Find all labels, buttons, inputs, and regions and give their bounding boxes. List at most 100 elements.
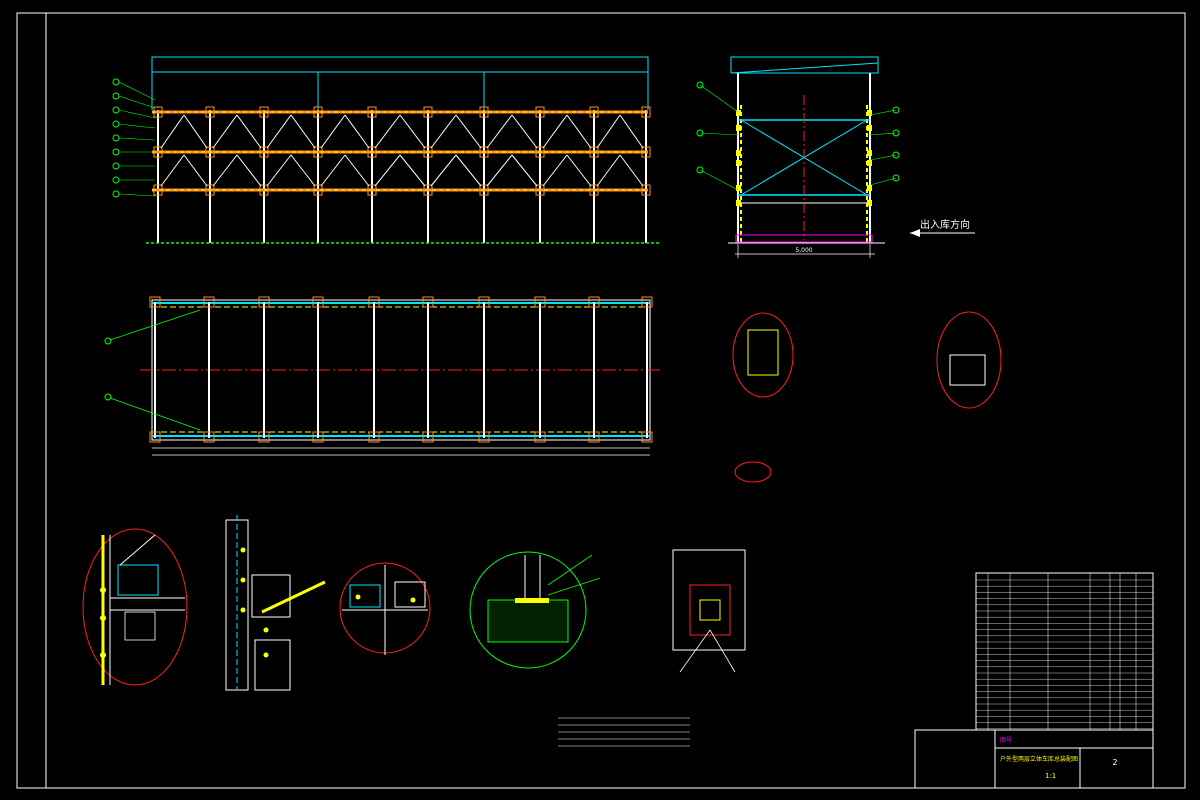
front-truss-brace [399,114,426,149]
base-plate-outer [672,549,746,651]
circle-callout-icon [892,174,900,182]
circle-callout-icon [112,106,120,114]
plan-column-base [368,431,380,443]
callout-leader [118,137,156,141]
plan-column-base [422,296,434,308]
detail-bolt [410,597,416,603]
plan-column-base [422,431,434,443]
parts-table-outer [975,572,1154,731]
side-joint-bolt [736,110,741,116]
front-truss-brace [320,114,346,149]
circle-callout-icon [112,176,120,184]
plan-column-base [641,431,653,443]
front-truss-brace [236,154,262,187]
circle-callout-icon [696,81,704,89]
detail-diagonal-member [261,580,326,614]
plan-column-base [641,296,653,308]
callout-leader [118,95,156,109]
side-elevation-view: 5,000 出入库方向 [696,56,975,258]
arrow-left-icon [910,229,920,237]
side-joint-bolt [736,125,741,131]
plan-column-base [203,296,215,308]
plan-view [104,296,660,456]
plan-column-base [258,296,270,308]
front-truss-brace [290,114,316,149]
front-truss-brace [212,154,238,187]
detail-side-plate [254,639,291,691]
front-truss-brace [344,114,370,149]
circle-callout-icon [892,129,900,137]
detail-ellipse-8 [734,461,772,483]
side-joint-bolt [867,110,872,116]
side-joint-bolt [736,185,741,191]
side-ground-slab [735,234,873,243]
plan-column-base [588,431,600,443]
plan-crossbeams [149,296,653,443]
detail-plate [747,329,779,376]
detail-brace [119,534,156,566]
front-truss-brace [542,114,568,149]
front-elevation-view [112,56,660,244]
circle-callout-icon [892,151,900,159]
plan-column-base [149,296,161,308]
entry-direction-label: 出入库方向 [920,218,970,231]
front-truss-brace [160,154,185,187]
title-block-code-label: 图号 [1000,737,1012,744]
callout-leader [118,81,156,101]
side-callout-leader [869,132,897,136]
circle-callout-icon [112,120,120,128]
plan-column-base [534,431,546,443]
plan-leader-a [109,309,201,341]
detail-bolt [100,615,106,621]
side-joint-bolt [736,200,741,206]
front-truss-brace [183,154,208,187]
plan-column-base [478,431,490,443]
detail-plate [949,354,986,386]
foundation-leader [547,554,593,586]
detail-circle-3 [339,562,431,655]
front-truss-brace [455,154,482,187]
circle-callout-icon [112,78,120,86]
circle-callout-icon [892,106,900,114]
front-truss-brace [455,114,482,149]
front-truss-brace [566,114,592,149]
circle-callout-icon [112,134,120,142]
detail-boundary-ellipse [734,461,772,483]
base-plate-column [699,599,721,621]
circle-callout-icon [104,337,112,345]
detail-gusset [349,584,381,608]
front-truss-brace [486,114,513,149]
detail-boundary-circle [469,551,587,669]
title-block: 2 1:1 户外型两层立体车库总装配图 图号 [914,729,1154,789]
roof-outline [151,56,649,72]
detail-ellipse-1 [82,528,188,686]
detail-column-elevation [225,515,326,691]
front-truss-brace [266,154,292,187]
front-truss-brace [374,114,401,149]
side-callout-leader [699,84,739,113]
plan-column-base [534,296,546,308]
circle-callout-icon [104,393,112,401]
plan-column-base [588,296,600,308]
side-callout-leader [869,177,897,186]
foundation-pit [487,599,569,643]
plan-column-base [312,431,324,443]
detail-ellipse-7 [936,311,1002,409]
front-truss-brace [344,154,370,187]
front-truss-brace [290,154,316,187]
side-joint-bolt [867,150,872,156]
front-truss-brace [399,154,426,187]
circle-callout-icon [112,162,120,170]
title-block-code-box [994,729,1154,749]
detail-bolt [355,594,361,600]
detail-boundary-ellipse [936,311,1002,409]
side-callout-leader [869,154,897,161]
side-joint-bolt [867,160,872,166]
plan-column-base [368,296,380,308]
front-truss-brace [320,154,346,187]
circle-callout-icon [112,92,120,100]
front-truss-brace [183,114,208,149]
circle-callout-icon [696,166,704,174]
side-joint-bolt [867,200,872,206]
